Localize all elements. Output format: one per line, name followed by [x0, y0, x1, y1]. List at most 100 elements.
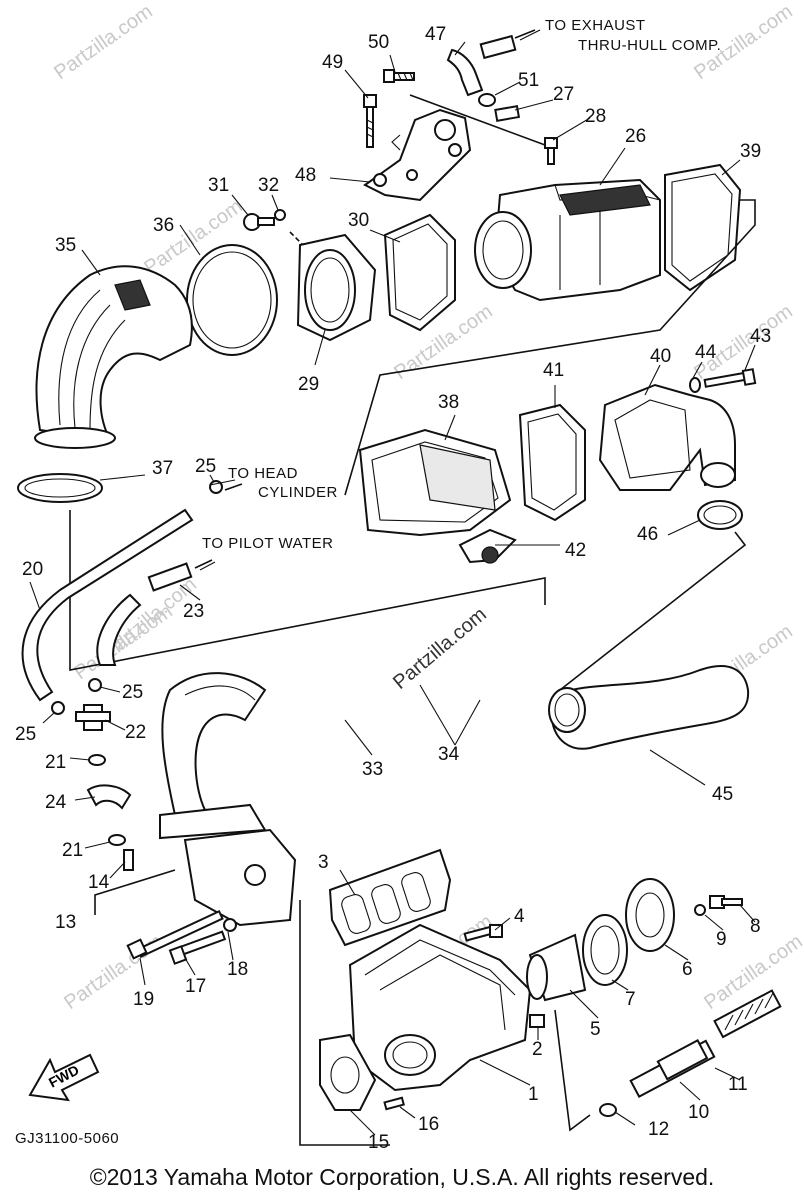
exploded-parts-diagram: Partzilla.com Partzilla.com Partzilla.co… [15, 0, 804, 1153]
washer-18 [223, 918, 237, 932]
part-number: 34 [438, 744, 460, 765]
clamp-46 [559, 500, 747, 691]
elbow-35 [34, 265, 193, 449]
clamp-51 [478, 93, 496, 107]
gasket-39 [344, 163, 756, 496]
pipe-14 [123, 849, 134, 871]
note-to-head: TO HEAD [228, 465, 298, 482]
hose-24 [86, 784, 132, 810]
part-number: 38 [438, 392, 459, 413]
bolt-17 [168, 930, 227, 965]
washer-9 [694, 904, 706, 916]
gasket-15 [319, 1033, 377, 1111]
part-number: 43 [750, 326, 771, 347]
bolt-43 [703, 368, 757, 388]
part-number: 15 [368, 1132, 389, 1153]
part-number: 26 [625, 126, 646, 147]
part-number: 37 [152, 458, 173, 479]
elbow-13 [94, 672, 297, 927]
sleeve-5 [526, 933, 587, 1002]
note-thru-hull: THRU-HULL COMP. [578, 37, 721, 54]
clamp-25 [51, 480, 223, 715]
part-number: 47 [425, 24, 446, 45]
pipe-27 [494, 105, 521, 122]
bolt-49 [363, 94, 377, 148]
part-number: 50 [368, 32, 389, 53]
exhaust-body-38 [358, 428, 512, 537]
part-number: 51 [518, 70, 539, 91]
part-number: 10 [688, 1102, 709, 1123]
bolt-4 [463, 924, 503, 942]
part-number: 5 [590, 1019, 601, 1040]
note-to-exhaust: TO EXHAUST [545, 17, 646, 34]
bolt-19 [126, 910, 224, 960]
part-number: 8 [750, 916, 761, 937]
part-number: 7 [625, 989, 636, 1010]
hose-47 [446, 34, 517, 97]
part-number: 27 [553, 84, 574, 105]
note-to-pilot: TO PILOT WATER [202, 535, 333, 552]
part-number: 16 [418, 1114, 439, 1135]
part-number: 23 [183, 601, 204, 622]
part-number: 29 [298, 374, 319, 395]
part-number: 20 [22, 559, 43, 580]
part-number: 1 [528, 1084, 539, 1105]
part-number: 39 [740, 141, 761, 162]
muffler-26 [474, 178, 661, 302]
housing-40 [598, 383, 736, 491]
part-number: 13 [55, 912, 76, 933]
part-number: 42 [565, 540, 586, 561]
part-number: 14 [88, 872, 110, 893]
bracket-48 [363, 108, 472, 202]
part-number: 21 [62, 840, 83, 861]
part-number: 31 [208, 175, 229, 196]
hose-20 [21, 508, 194, 702]
part-number: 24 [45, 792, 67, 813]
copyright-footer: ©2013 Yamaha Motor Corporation, U.S.A. A… [89, 1164, 715, 1190]
part-number: 41 [543, 360, 564, 381]
part-number: 25 [122, 682, 143, 703]
notes: TO EXHAUST THRU-HULL COMP. TO HEAD CYLIN… [15, 17, 721, 1147]
gasket-41 [518, 403, 586, 522]
part-number: 11 [728, 1074, 748, 1095]
note-arrows [194, 29, 536, 569]
part-number: 28 [585, 106, 606, 127]
watermark: Partzilla.com [50, 0, 156, 84]
clamp-12 [554, 1009, 617, 1132]
washer-32 [274, 209, 303, 245]
part-number: 46 [637, 524, 658, 545]
fitting-22 [75, 704, 111, 731]
washer-44 [689, 377, 701, 393]
part-number: 17 [185, 976, 206, 997]
hose-45 [548, 665, 750, 750]
diagram-code: GJ31100-5060 [15, 1130, 119, 1147]
cap-42 [458, 528, 517, 564]
note-cylinder: CYLINDER [258, 484, 338, 501]
bolt-28 [544, 137, 558, 165]
gasket-3 [328, 848, 452, 947]
gasket-7 [582, 914, 628, 986]
part-number: 6 [682, 959, 693, 980]
part-number: 21 [45, 752, 66, 773]
gasket-30 [383, 213, 456, 332]
part-number: 49 [322, 52, 343, 73]
part-number: 40 [650, 346, 671, 367]
bolt-31 [243, 213, 275, 231]
part-number: 12 [648, 1119, 669, 1140]
flange-6 [625, 878, 675, 952]
part-number: 25 [15, 724, 36, 745]
part-number: 32 [258, 175, 279, 196]
part-number: 44 [695, 342, 717, 363]
stud-16 [383, 1096, 405, 1111]
pipe-2 [529, 1014, 545, 1028]
part-number: 25 [195, 456, 216, 477]
clamp-36 [186, 244, 278, 356]
spring-11 [656, 989, 782, 1081]
watermark: Partzilla.com [389, 603, 491, 693]
part-number: 30 [348, 210, 369, 231]
part-number: 36 [153, 215, 174, 236]
leader-lines [29, 29, 756, 1136]
part-number: 3 [318, 852, 329, 873]
part-numbers: 1 2 3 4 5 6 7 8 9 10 11 12 13 14 15 16 1… [15, 24, 771, 1153]
part-number: 9 [716, 929, 727, 950]
